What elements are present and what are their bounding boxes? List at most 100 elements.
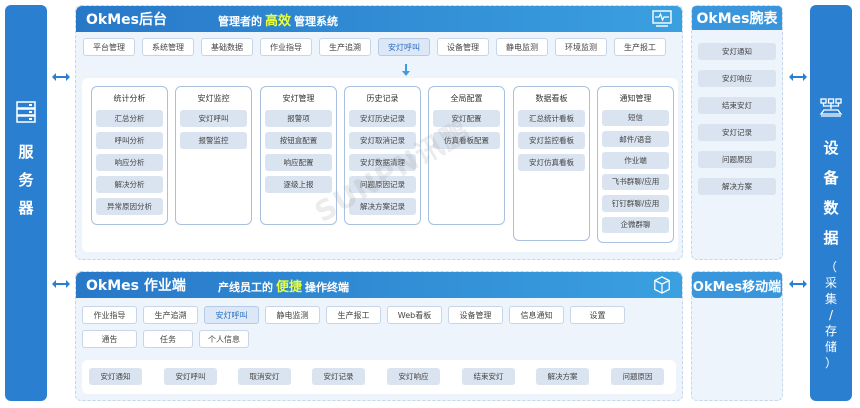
device-label-char: 据 — [823, 229, 839, 247]
action-button[interactable]: 取消安灯 — [238, 368, 291, 385]
module-item[interactable]: 汇总统计看板 — [518, 110, 585, 127]
tab-platform[interactable]: 平台管理 — [83, 38, 135, 56]
watch-item[interactable]: 解决方案 — [698, 178, 776, 195]
module-item[interactable]: 钉钉群聊/应用 — [602, 195, 669, 212]
module-item[interactable]: 逐级上报 — [265, 176, 332, 193]
action-button[interactable]: 安灯呼叫 — [164, 368, 217, 385]
tab-report[interactable]: 生产报工 — [614, 38, 666, 56]
module-item[interactable]: 报警项 — [265, 110, 332, 127]
module-item[interactable]: 响应分析 — [96, 154, 163, 171]
action-button[interactable]: 安灯记录 — [312, 368, 365, 385]
module-item[interactable]: 飞书群聊/应用 — [602, 173, 669, 191]
slogan-pre: 产线员工的 — [218, 280, 273, 294]
device-label-char: 数 — [823, 199, 839, 217]
action-button[interactable]: 安灯通知 — [89, 368, 142, 385]
device-sub-char: 储 — [824, 340, 837, 354]
tab-profile[interactable]: 个人信息 — [199, 330, 249, 348]
device-sub-char: / — [828, 308, 834, 322]
backend-header: OkMes后台 管理者的高效管理系统 — [76, 6, 682, 32]
action-button[interactable]: 解决方案 — [536, 368, 589, 385]
tab-basic-data[interactable]: 基础数据 — [201, 38, 253, 56]
module-item[interactable]: 解决分析 — [96, 176, 163, 193]
tab-esd[interactable]: 静电监测 — [265, 306, 320, 324]
module-title: 统计分析 — [113, 94, 146, 103]
double-arrow-icon — [52, 280, 70, 288]
watch-item[interactable]: 安灯记录 — [698, 124, 776, 141]
tab-work-guide[interactable]: 作业指导 — [82, 306, 137, 324]
device-sub-label: （ 采 集 / 存 储 ） — [825, 259, 837, 371]
device-sub-char: 存 — [824, 324, 837, 338]
tab-announcement[interactable]: 通告 — [82, 330, 137, 348]
backend-tabs: 平台管理 系统管理 基础数据 作业指导 生产追溯 安灯呼叫 设备管理 静电监测 … — [83, 38, 666, 56]
server-block: 服 务 器 — [5, 5, 47, 401]
module-item[interactable]: 问题原因记录 — [349, 176, 416, 193]
tab-report[interactable]: 生产报工 — [326, 306, 381, 324]
tab-system[interactable]: 系统管理 — [142, 38, 194, 56]
action-button[interactable]: 问题原因 — [611, 368, 664, 385]
tab-equipment[interactable]: 设备管理 — [437, 38, 489, 56]
tab-task[interactable]: 任务 — [143, 330, 193, 348]
module-item[interactable]: 报警监控 — [180, 132, 247, 149]
device-sub-char: 集 — [824, 292, 837, 306]
module-item[interactable]: 安灯呼叫 — [180, 110, 247, 127]
tab-settings[interactable]: 设置 — [570, 306, 625, 324]
module-item[interactable]: 安灯数据清理 — [349, 154, 416, 171]
tab-equipment[interactable]: 设备管理 — [448, 306, 503, 324]
module-item[interactable]: 安灯监控看板 — [518, 132, 585, 149]
watch-item[interactable]: 安灯通知 — [698, 43, 776, 60]
module-item[interactable]: 安灯历史记录 — [349, 110, 416, 127]
action-button[interactable]: 结束安灯 — [462, 368, 515, 385]
watch-item[interactable]: 问题原因 — [698, 151, 776, 168]
slogan-post: 操作终端 — [305, 280, 350, 294]
tab-andon-call[interactable]: 安灯呼叫 — [378, 38, 430, 56]
module-item[interactable]: 解决方案记录 — [349, 198, 416, 215]
backend-slogan: 管理者的高效管理系统 — [218, 10, 338, 29]
device-sub-char: （ — [824, 260, 837, 274]
watch-item[interactable]: 安灯响应 — [698, 70, 776, 87]
module-title: 历史记录 — [366, 94, 399, 103]
tab-andon-call[interactable]: 安灯呼叫 — [204, 306, 259, 324]
module-item[interactable]: 仿真看板配置 — [433, 132, 500, 149]
module-item[interactable]: 响应配置 — [265, 154, 332, 171]
double-arrow-icon — [789, 73, 807, 81]
tab-work-guide[interactable]: 作业指导 — [260, 38, 312, 56]
module-item[interactable]: 呼叫分析 — [96, 132, 163, 149]
module-item[interactable]: 短信 — [602, 109, 669, 126]
module-notification: 通知管理 短信 邮件/语音 作业端 飞书群聊/应用 钉钉群聊/应用 企微群聊 — [597, 86, 674, 243]
tab-traceability[interactable]: 生产追溯 — [319, 38, 371, 56]
module-item[interactable]: 异常原因分析 — [96, 198, 163, 215]
tab-web-board[interactable]: Web看板 — [387, 306, 442, 324]
mobile-panel: OkMes移动端 — [691, 271, 783, 401]
module-item[interactable]: 企微群聊 — [602, 216, 669, 233]
operator-tabs: 作业指导 生产追溯 安灯呼叫 静电监测 生产报工 Web看板 设备管理 信息通知… — [82, 306, 682, 348]
watch-panel: OkMes腕表 安灯通知 安灯响应 结束安灯 安灯记录 问题原因 解决方案 — [691, 5, 783, 260]
watch-title: OkMes腕表 — [692, 6, 782, 30]
device-data-block: 设 备 数 据 （ 采 集 / 存 储 ） — [810, 5, 852, 401]
module-item[interactable]: 汇总分析 — [96, 110, 163, 127]
tab-traceability[interactable]: 生产追溯 — [143, 306, 198, 324]
module-dashboard: 数据看板 汇总统计看板 安灯监控看板 安灯仿真看板 — [513, 86, 590, 241]
slogan-post: 管理系统 — [294, 14, 339, 28]
slogan-pre: 管理者的 — [218, 14, 262, 28]
module-statistics: 统计分析 汇总分析 呼叫分析 响应分析 解决分析 异常原因分析 — [91, 86, 168, 225]
module-item[interactable]: 安灯配置 — [433, 110, 500, 127]
server-icon — [16, 101, 36, 123]
device-sub-char: 采 — [824, 276, 837, 290]
module-item[interactable]: 邮件/语音 — [602, 130, 669, 148]
action-button[interactable]: 安灯响应 — [387, 368, 440, 385]
module-item[interactable]: 作业端 — [602, 152, 669, 169]
module-item[interactable]: 按钮盒配置 — [265, 132, 332, 149]
tab-esd[interactable]: 静电监测 — [496, 38, 548, 56]
module-title: 通知管理 — [619, 94, 652, 103]
module-andon-manage: 安灯管理 报警项 按钮盒配置 响应配置 逐级上报 — [260, 86, 337, 225]
tab-info-notice[interactable]: 信息通知 — [509, 306, 564, 324]
tab-environment[interactable]: 环境监测 — [555, 38, 607, 56]
module-title: 数据看板 — [535, 94, 568, 103]
watch-item[interactable]: 结束安灯 — [698, 97, 776, 114]
mobile-title: OkMes移动端 — [692, 272, 782, 298]
server-label-char: 器 — [18, 199, 34, 217]
double-arrow-icon — [789, 280, 807, 288]
module-item[interactable]: 安灯取消记录 — [349, 132, 416, 149]
down-arrow-icon — [402, 64, 410, 76]
module-item[interactable]: 安灯仿真看板 — [518, 154, 585, 171]
